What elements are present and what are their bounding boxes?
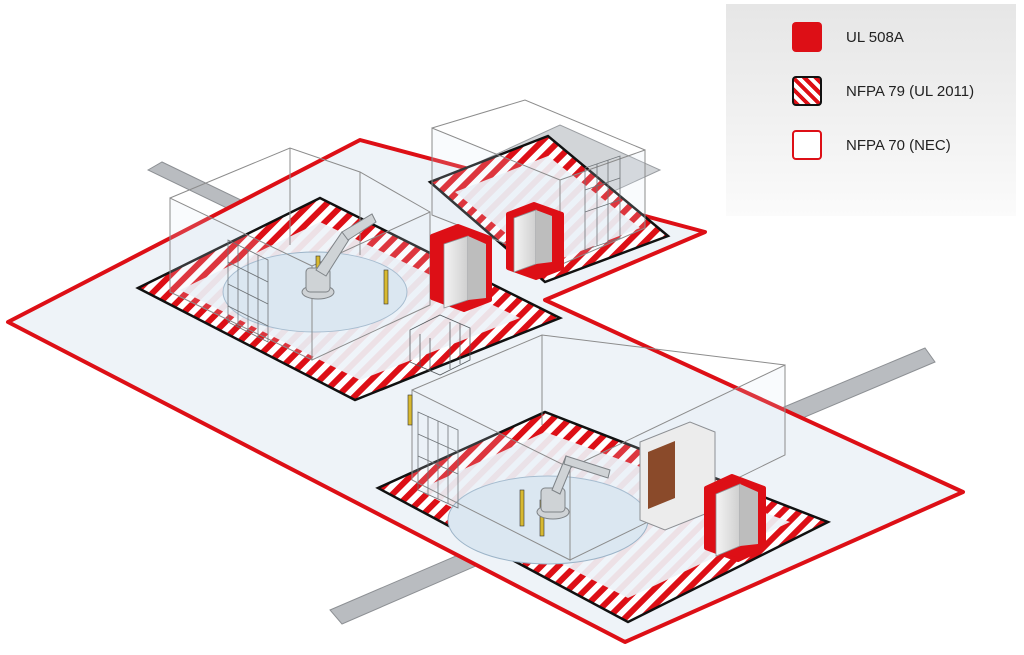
- legend-label: NFPA 70 (NEC): [846, 136, 951, 154]
- oven-icon: [639, 421, 716, 531]
- pallet-cage: [409, 314, 471, 376]
- mesh-panels: [227, 155, 621, 509]
- enclosure-ul-top: [169, 147, 431, 213]
- cabinet-upper-right: [506, 202, 564, 280]
- hatched-swatch-icon: [792, 76, 822, 106]
- cell-floors: [180, 156, 790, 598]
- legend-item-nfpa70: NFPA 70 (NEC): [792, 128, 951, 162]
- legend-item-nfpa79: NFPA 79 (UL 2011): [792, 74, 974, 108]
- solid-red-swatch-icon: [792, 22, 822, 52]
- mesh-panel-lo: [417, 411, 459, 509]
- outline-swatch-icon: [792, 130, 822, 160]
- enclosure-ul-front-right: [311, 211, 431, 361]
- enclosure-ur-top: [431, 99, 646, 151]
- mesh-panel-ul: [227, 239, 269, 343]
- robot-arm-icon: [301, 213, 611, 520]
- control-cabinet-icon: [430, 202, 766, 562]
- legend: UL 508A NFPA 79 (UL 2011) NFPA 70 (NEC): [726, 4, 1016, 216]
- cabinet-upper-left: [430, 224, 492, 312]
- cabinet-lower: [704, 474, 766, 562]
- legend-item-ul508a: UL 508A: [792, 20, 904, 54]
- legend-label: NFPA 79 (UL 2011): [846, 82, 975, 100]
- legend-label: UL 508A: [846, 28, 904, 46]
